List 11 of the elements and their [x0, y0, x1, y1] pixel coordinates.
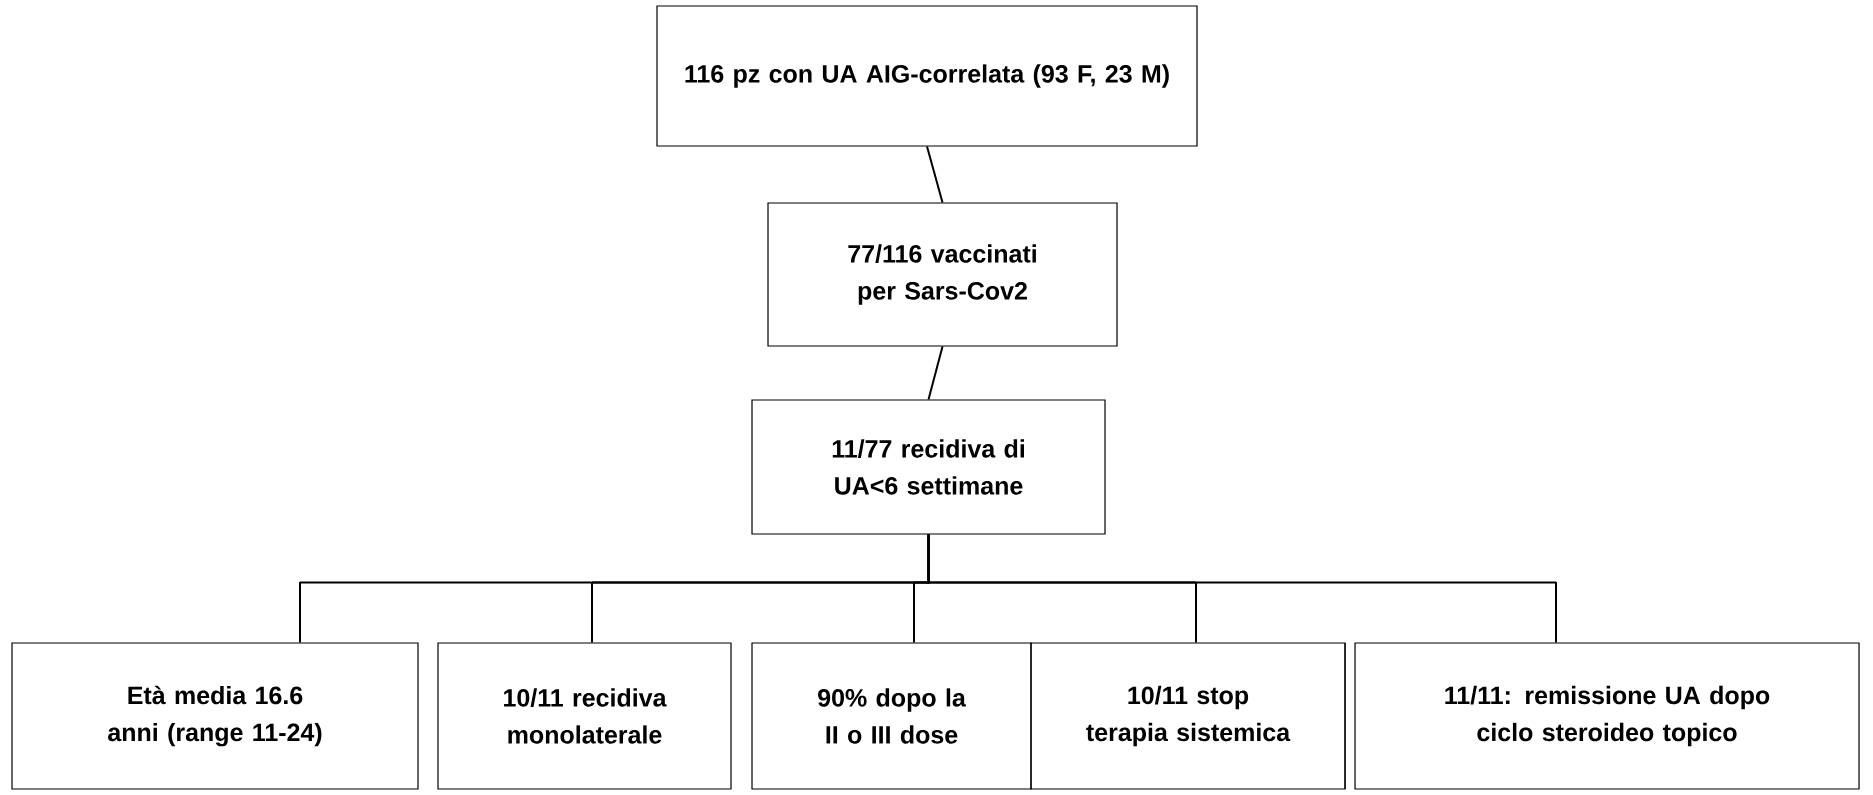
text-box: 11/11: remissione UA dopo ciclo steroideo topico — [1344, 642, 1860, 790]
connector-line — [927, 345, 944, 401]
text-box: 10/11 recidiva monolaterale — [437, 642, 732, 790]
connector-line — [926, 145, 944, 204]
connector-line — [927, 533, 1557, 644]
text-box: 116 pz con UA AIG-correlata (93 F, 23 M) — [656, 5, 1198, 147]
text-box: 11/77 recidiva di UA<6 settimane — [751, 399, 1106, 535]
text-box: Età media 16.6 anni (range 11-24) — [11, 642, 419, 790]
text-box: 10/11 stop terapia sistemica — [1030, 642, 1346, 790]
text-box: 90% dopo la II o III dose — [751, 642, 1032, 790]
text-box: 77/116 vaccinati per Sars-Cov2 — [767, 202, 1118, 347]
